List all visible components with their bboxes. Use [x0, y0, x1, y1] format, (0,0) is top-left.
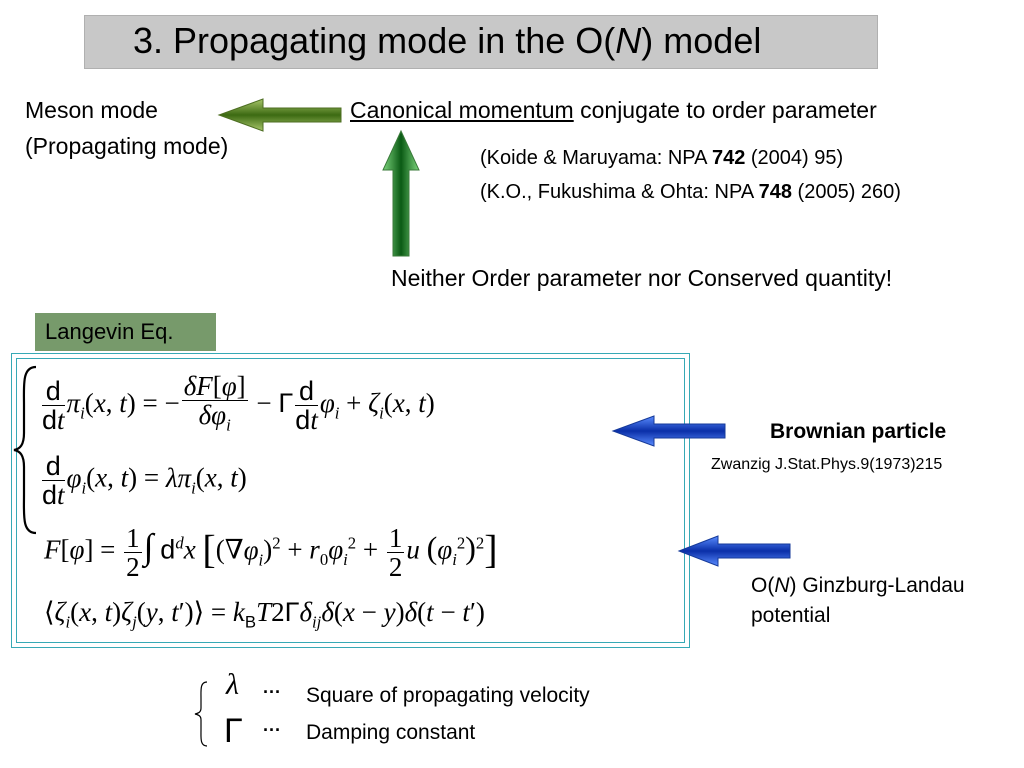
reference-koide: (Koide & Maruyama: NPA 742 (2004) 95) — [480, 147, 844, 169]
potential-label: potential — [751, 604, 831, 627]
lambda-description: Square of propagating velocity — [306, 684, 590, 707]
left-green-arrow-icon — [217, 98, 342, 132]
gamma-dots: ··· — [263, 720, 281, 740]
title-bar: 3. Propagating mode in the O(N) model — [84, 15, 878, 69]
gamma-description: Damping constant — [306, 721, 476, 744]
equation-box — [11, 353, 690, 648]
langevin-label: Langevin Eq. — [35, 313, 216, 351]
ginzburg-blue-arrow-icon — [677, 535, 791, 567]
system-brace-icon — [13, 365, 37, 535]
reference-ohta: (K.O., Fukushima & Ohta: NPA 748 (2005) … — [480, 181, 901, 203]
equation-box-inner-border — [16, 358, 685, 643]
brownian-particle-label: Brownian particle — [770, 420, 947, 443]
canonical-momentum-line: Canonical momentum conjugate to order pa… — [350, 97, 877, 124]
slide-title: 3. Propagating mode in the O(N) model — [133, 20, 762, 61]
lambda-dots: ··· — [263, 682, 281, 702]
gamma-symbol: Γ — [224, 712, 243, 750]
noise-correlation-equation: ⟨ζi(x, t)ζj(y, t′)⟩ = kBT2Γδijδ(x − y)δ(… — [44, 597, 485, 632]
brownian-blue-arrow-icon — [611, 415, 726, 447]
canonical-momentum-term: Canonical momentum — [350, 97, 574, 123]
up-green-arrow-icon — [382, 129, 420, 257]
lambda-symbol: λ — [226, 668, 239, 701]
ginzburg-landau-label: O(N) Ginzburg-Landau — [751, 574, 965, 597]
legend-brace-icon — [194, 681, 208, 747]
propagating-mode-label: (Propagating mode) — [25, 133, 229, 159]
zwanzig-reference: Zwanzig J.Stat.Phys.9(1973)215 — [711, 456, 943, 473]
meson-mode-label: Meson mode — [25, 97, 158, 123]
canonical-momentum-rest: conjugate to order parameter — [573, 97, 877, 123]
neither-statement: Neither Order parameter nor Conserved qu… — [391, 265, 893, 291]
